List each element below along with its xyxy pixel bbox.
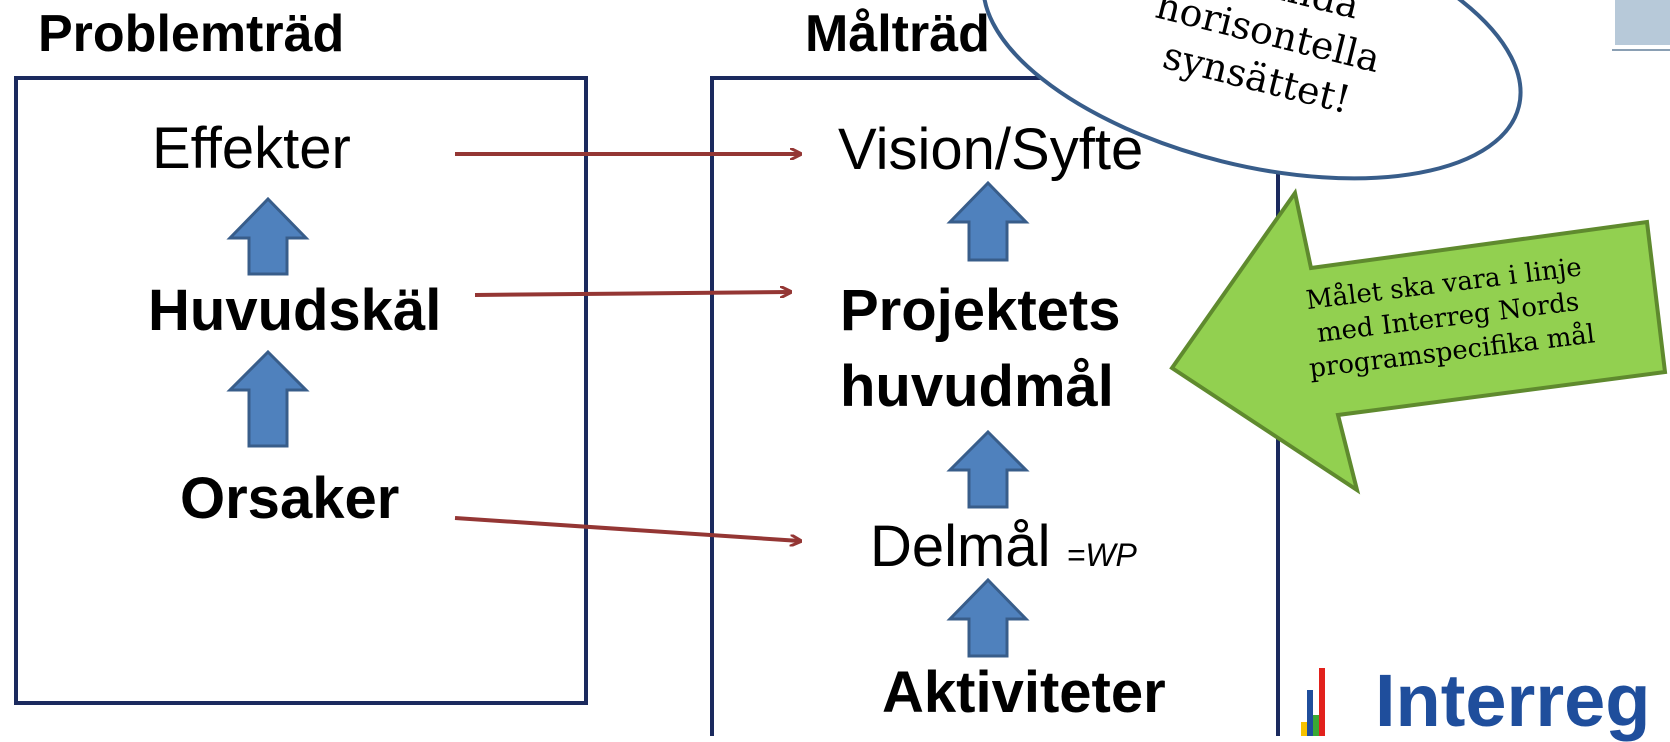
callout-ellipse: [981, 0, 1523, 181]
main-cause-label: Huvudskäl: [148, 278, 442, 343]
problem-tree-title: Problemträd: [38, 5, 345, 63]
green-arrow-shape: [1169, 188, 1668, 495]
logo-bar-yellow: [1301, 722, 1307, 736]
logo-bar-green: [1313, 715, 1319, 736]
block-arrow-up-3: [946, 180, 1030, 262]
block-arrow-up-5: [946, 577, 1030, 658]
block-arrow-up-2: [226, 349, 310, 448]
photo-corner: [1615, 0, 1670, 45]
effects-label: Effekter: [152, 116, 351, 181]
sub-goals-text: Delmål: [870, 514, 1051, 579]
logo-bar-blue: [1307, 690, 1313, 736]
logo-bar-red: [1319, 668, 1325, 736]
vision-label: Vision/Syfte: [838, 117, 1144, 182]
connector-causes-subgoals: [454, 516, 800, 541]
block-arrow-up-4: [946, 429, 1030, 509]
connector-maincause-maingoal: [474, 292, 790, 295]
main-goal-line1: Projektets: [840, 278, 1121, 343]
activities-label: Aktiviteter: [882, 660, 1166, 725]
sub-goals-label: Delmål =WP: [870, 518, 1137, 576]
causes-label: Orsaker: [180, 466, 400, 531]
goal-tree-title: Målträd: [805, 5, 990, 63]
main-goal-line2: huvudmål: [840, 354, 1114, 419]
problem-tree-box: [14, 76, 588, 705]
block-arrow-up-1: [226, 196, 310, 276]
interreg-logo: Interreg: [1375, 659, 1651, 742]
sub-goals-note: =WP: [1066, 537, 1137, 573]
